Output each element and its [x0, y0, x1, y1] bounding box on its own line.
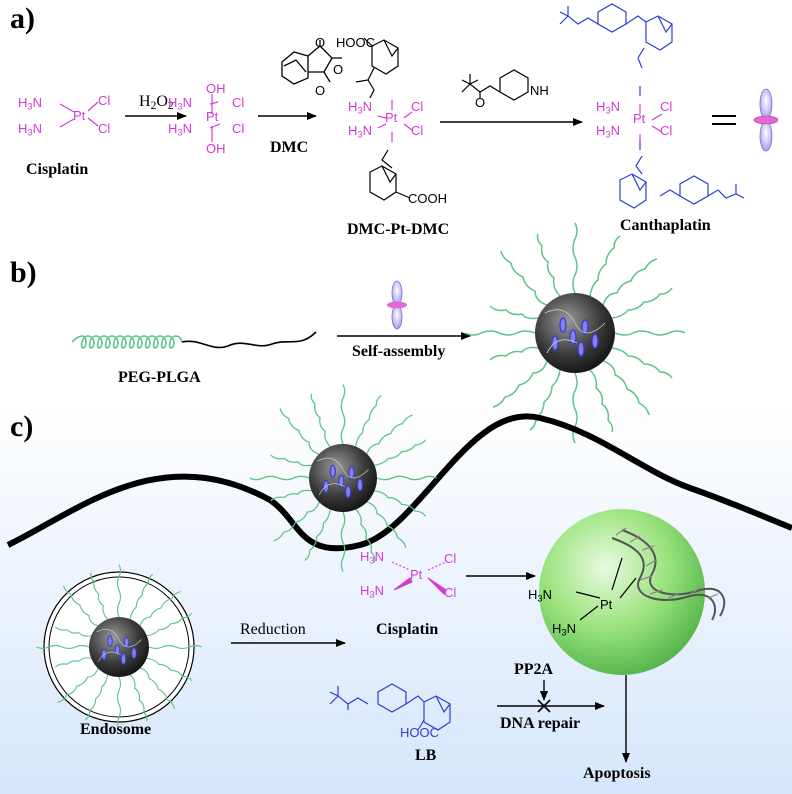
- equals-sign: [712, 115, 736, 125]
- dmcptdmc-nh3-2: H3N: [348, 123, 372, 140]
- canthaplatin-label: Canthaplatin: [620, 217, 711, 234]
- cisplatin-label: Cisplatin: [26, 161, 89, 178]
- nucleus-h3n-2: H3N: [552, 621, 576, 638]
- self-assembly-drug-icon: [387, 280, 407, 330]
- canthaplatin-pt-core: [639, 104, 663, 142]
- dmc-pt-dmc-lower: [369, 149, 411, 201]
- cis3d-nh3-1: H3N: [360, 549, 384, 566]
- cisplatin-cl-1: Cl: [98, 93, 111, 108]
- cisplatin-cl-2: Cl: [98, 121, 111, 136]
- h2o2-label: H2O2: [139, 93, 174, 112]
- dmc-label: DMC: [270, 139, 309, 156]
- dmcptdmc-nh3-1: H3N: [348, 99, 372, 116]
- lb-structure: [329, 683, 451, 731]
- cis3d-pt: Pt: [410, 567, 423, 582]
- panel-label-c: c): [10, 410, 34, 443]
- endosome-label: Endosome: [80, 721, 152, 738]
- hooc-label: HOOC: [336, 35, 375, 50]
- boc-piperazine-structure: [461, 69, 529, 101]
- prodrug-icon: [753, 88, 779, 152]
- canth-nh3-1: H3N: [596, 99, 620, 116]
- plga-chain: [181, 331, 317, 349]
- dmc-anhydride-structure: [281, 40, 342, 85]
- nucleus-h3n-1: H3N: [528, 587, 552, 604]
- ptiv-oh-1: OH: [206, 81, 226, 96]
- inhibition-cross: [537, 699, 551, 713]
- dmc-o-1: O: [315, 35, 326, 50]
- cisplatin-pt: Pt: [73, 108, 86, 123]
- ptiv-cl-1: Cl: [232, 95, 245, 110]
- reduction-label: Reduction: [240, 621, 306, 638]
- dmc-o-3: O: [315, 83, 326, 98]
- panel-label-b: b): [10, 256, 37, 289]
- peg-plga-label: PEG-PLGA: [118, 369, 201, 386]
- dmc-pt-dmc-core: [377, 100, 413, 142]
- cis3d-cl-1: Cl: [444, 551, 457, 566]
- cisplatin-3d: [391, 561, 447, 596]
- canth-nh3-2: H3N: [596, 123, 620, 140]
- nanoparticle-b: [464, 222, 686, 444]
- canth-pt: Pt: [633, 111, 646, 126]
- canth-cl-1: Cl: [660, 99, 673, 114]
- nucleus-pt-bonds: [575, 557, 637, 621]
- dmcptdmc-cl-2: Cl: [411, 123, 424, 138]
- nucleus: [539, 509, 705, 675]
- pp2a-label: PP2A: [514, 661, 554, 678]
- dna-helix: [611, 527, 726, 621]
- ptiv-oh-2: OH: [206, 141, 226, 156]
- cisplatin-structure: [59, 101, 99, 128]
- ptiv-nh3-2: H3N: [168, 121, 192, 138]
- cooh-label: COOH: [408, 191, 447, 206]
- cis3d-cl-2: Cl: [444, 585, 457, 600]
- dmc-o-2: O: [333, 62, 344, 77]
- nucleus-pt: Pt: [600, 597, 613, 612]
- canth-cl-2: Cl: [660, 123, 673, 138]
- peg-chain: [71, 335, 183, 349]
- boc-o: O: [475, 95, 486, 110]
- lb-cooh-label: HOOC: [400, 725, 439, 740]
- cisplatin-nh3-2: H3N: [18, 121, 42, 138]
- panel-label-a: a): [10, 2, 35, 35]
- boc-nh: NH: [530, 83, 549, 98]
- self-assembly-label: Self-assembly: [352, 343, 446, 360]
- cis3d-nh3-2: H3N: [360, 583, 384, 600]
- cisplatin-nh3-1: H3N: [18, 95, 42, 112]
- dmcptdmc-cl-1: Cl: [411, 99, 424, 114]
- ptiv-pt: Pt: [206, 109, 219, 124]
- dmcptdmc-pt: Pt: [385, 110, 398, 125]
- apoptosis-label: Apoptosis: [583, 765, 651, 782]
- cell-membrane: [6, 413, 792, 552]
- pt-iv-intermediate: [209, 94, 221, 142]
- cisplatin-c-label: Cisplatin: [376, 621, 439, 638]
- dmc-pt-dmc-label: DMC-Pt-DMC: [347, 221, 450, 238]
- dmc-pt-dmc-upper: [355, 37, 399, 99]
- ptiv-cl-2: Cl: [232, 121, 245, 136]
- lb-label: LB: [415, 747, 437, 764]
- ptiv-nh3-1: H3N: [168, 95, 192, 112]
- canthaplatin-structure: [559, 3, 745, 209]
- dna-repair-label: DNA repair: [500, 715, 581, 732]
